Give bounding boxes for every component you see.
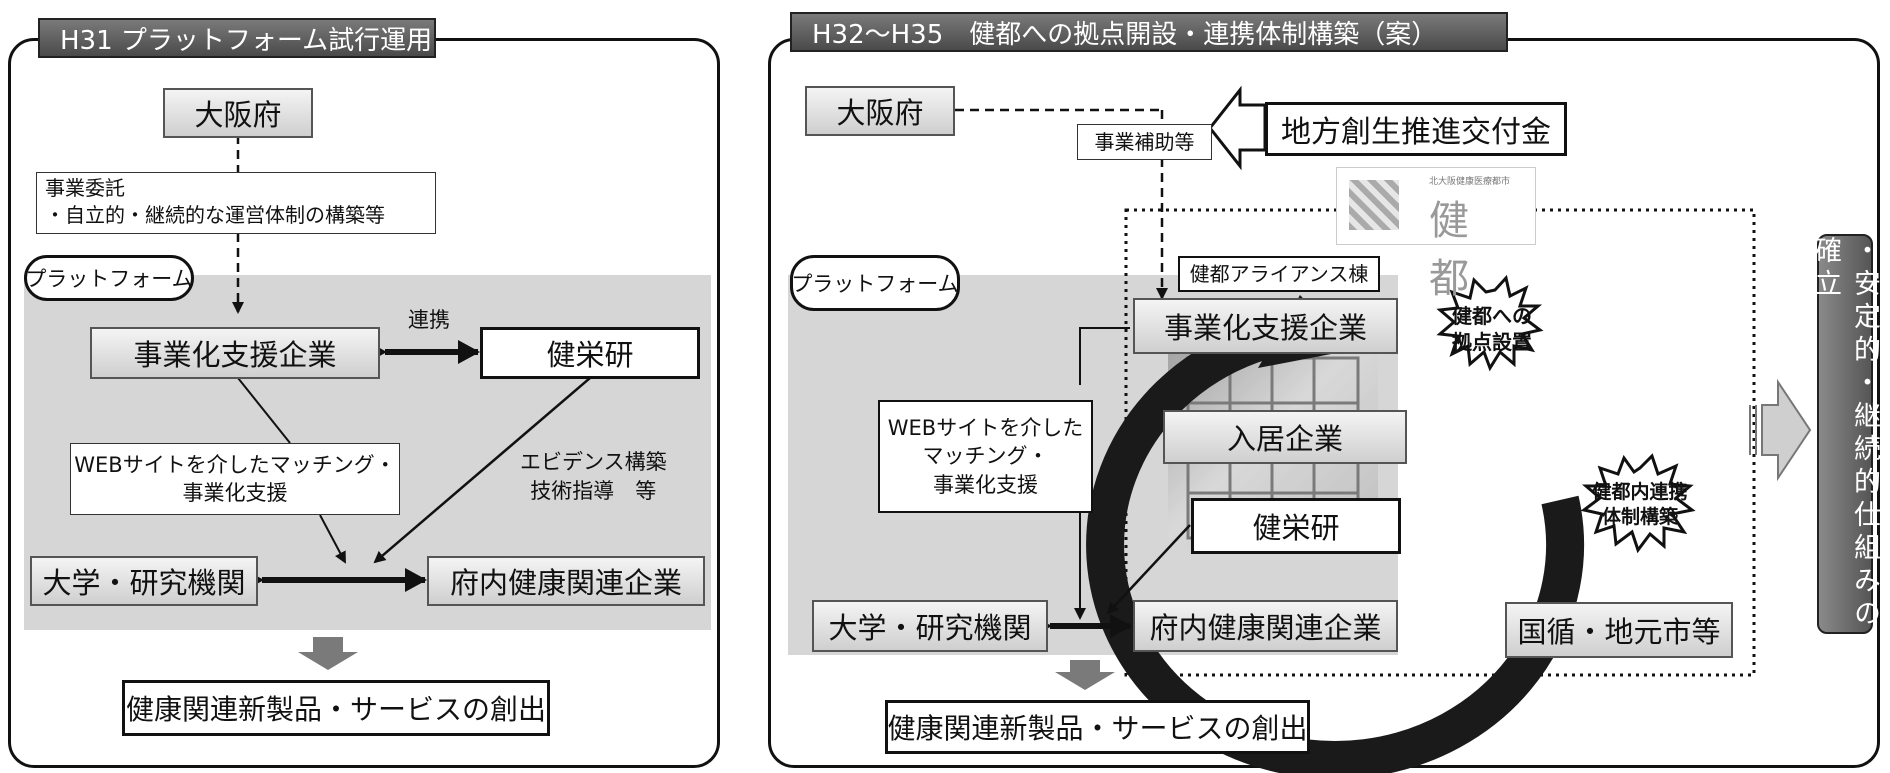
left-evidence-line2: 技術指導 等 xyxy=(530,479,657,504)
left-web-to-center xyxy=(319,514,346,564)
left-evidence-line1: エビデンス構築 xyxy=(520,450,667,474)
burst-kento-base xyxy=(1436,274,1544,372)
right-national: 国循・地元市等 xyxy=(1505,602,1733,658)
right-output: 健康関連新製品・サービスの創出 xyxy=(885,700,1310,754)
left-web-line2: 事業化支援 xyxy=(182,481,288,505)
grant-arrow xyxy=(1208,85,1267,171)
right-grant-box: 地方創生推進交付金 xyxy=(1265,102,1567,156)
kento-logo-big: 健 都 xyxy=(1429,198,1475,302)
burst1-line2: 拠点設置 xyxy=(1452,330,1532,354)
left-web-line1: WEBサイトを介したマッチング・ xyxy=(74,452,396,477)
right-support-company: 事業化支援企業 xyxy=(1133,298,1398,354)
right-local-companies: 府内健康関連企業 xyxy=(1133,600,1398,652)
outcome-arrow xyxy=(1749,378,1812,482)
left-commission-line1: 事業委託 xyxy=(45,176,125,200)
burst1-line1: 健都への xyxy=(1452,304,1532,328)
right-web-support: WEBサイトを介した マッチング・ 事業化支援 xyxy=(878,400,1093,513)
right-web-line3: 事業化支援 xyxy=(933,472,1038,497)
left-link-label: 連携 xyxy=(408,308,450,332)
right-down-arrow xyxy=(1055,660,1115,690)
burst2-text: 健都内連携 体制構築 xyxy=(1592,480,1688,529)
left-support-company: 事業化支援企業 xyxy=(90,327,380,379)
left-university: 大学・研究機関 xyxy=(30,556,258,606)
kento-logo-small: 北大阪健康医療都市 xyxy=(1429,177,1511,187)
right-kenei-box: 健栄研 xyxy=(1191,498,1401,554)
right-osaka-box: 大阪府 xyxy=(805,86,955,136)
right-subsidy-box: 事業補助等 xyxy=(1077,124,1212,160)
result-vertical-label: ・安定的・継続的仕組みの確立 xyxy=(1810,234,1880,634)
alliance-building-label: 健都アライアンス棟 xyxy=(1178,256,1380,292)
right-support-to-web xyxy=(1079,327,1130,385)
left-osaka-box: 大阪府 xyxy=(163,88,313,138)
left-commission-box: 事業委託 ・自立的・継続的な運営体制の構築等 xyxy=(36,172,436,234)
left-support-to-web xyxy=(237,377,291,444)
burst2-line2: 体制構築 xyxy=(1601,505,1678,528)
right-kenei-to-center xyxy=(1106,524,1191,615)
left-local-companies: 府内健康関連企業 xyxy=(427,556,705,606)
left-down-arrow xyxy=(298,637,358,670)
right-web-line2: マッチング・ xyxy=(922,444,1049,469)
left-output: 健康関連新製品・サービスの創出 xyxy=(122,680,550,736)
right-web-line1: WEBサイトを介した xyxy=(887,415,1084,440)
kento-logo: 北大阪健康医療都市 健 都 xyxy=(1336,167,1536,302)
left-panel-title: H31 プラットフォーム試行運用 xyxy=(38,18,436,58)
right-panel-title: H32～H35 健都への拠点開設・連携体制構築（案） xyxy=(790,12,1508,52)
burst1-text: 健都への 拠点設置 xyxy=(1452,303,1532,355)
right-platform-pill: プラットフォーム xyxy=(790,255,960,311)
left-evidence-label: エビデンス構築 技術指導 等 xyxy=(520,448,667,507)
left-kenei-to-center xyxy=(373,377,591,564)
right-university: 大学・研究機関 xyxy=(812,600,1048,652)
burst-cooperation xyxy=(1580,453,1696,554)
burst2-line1: 健都内連携 xyxy=(1592,481,1688,503)
left-commission-line2: ・自立的・継続的な運営体制の構築等 xyxy=(45,203,385,227)
kento-logo-mark xyxy=(1349,180,1399,230)
left-platform-pill: プラットフォーム xyxy=(24,255,194,301)
left-kenei-box: 健栄研 xyxy=(480,327,700,379)
left-web-support: WEBサイトを介したマッチング・ 事業化支援 xyxy=(70,443,400,515)
right-tenants: 入居企業 xyxy=(1163,410,1407,464)
